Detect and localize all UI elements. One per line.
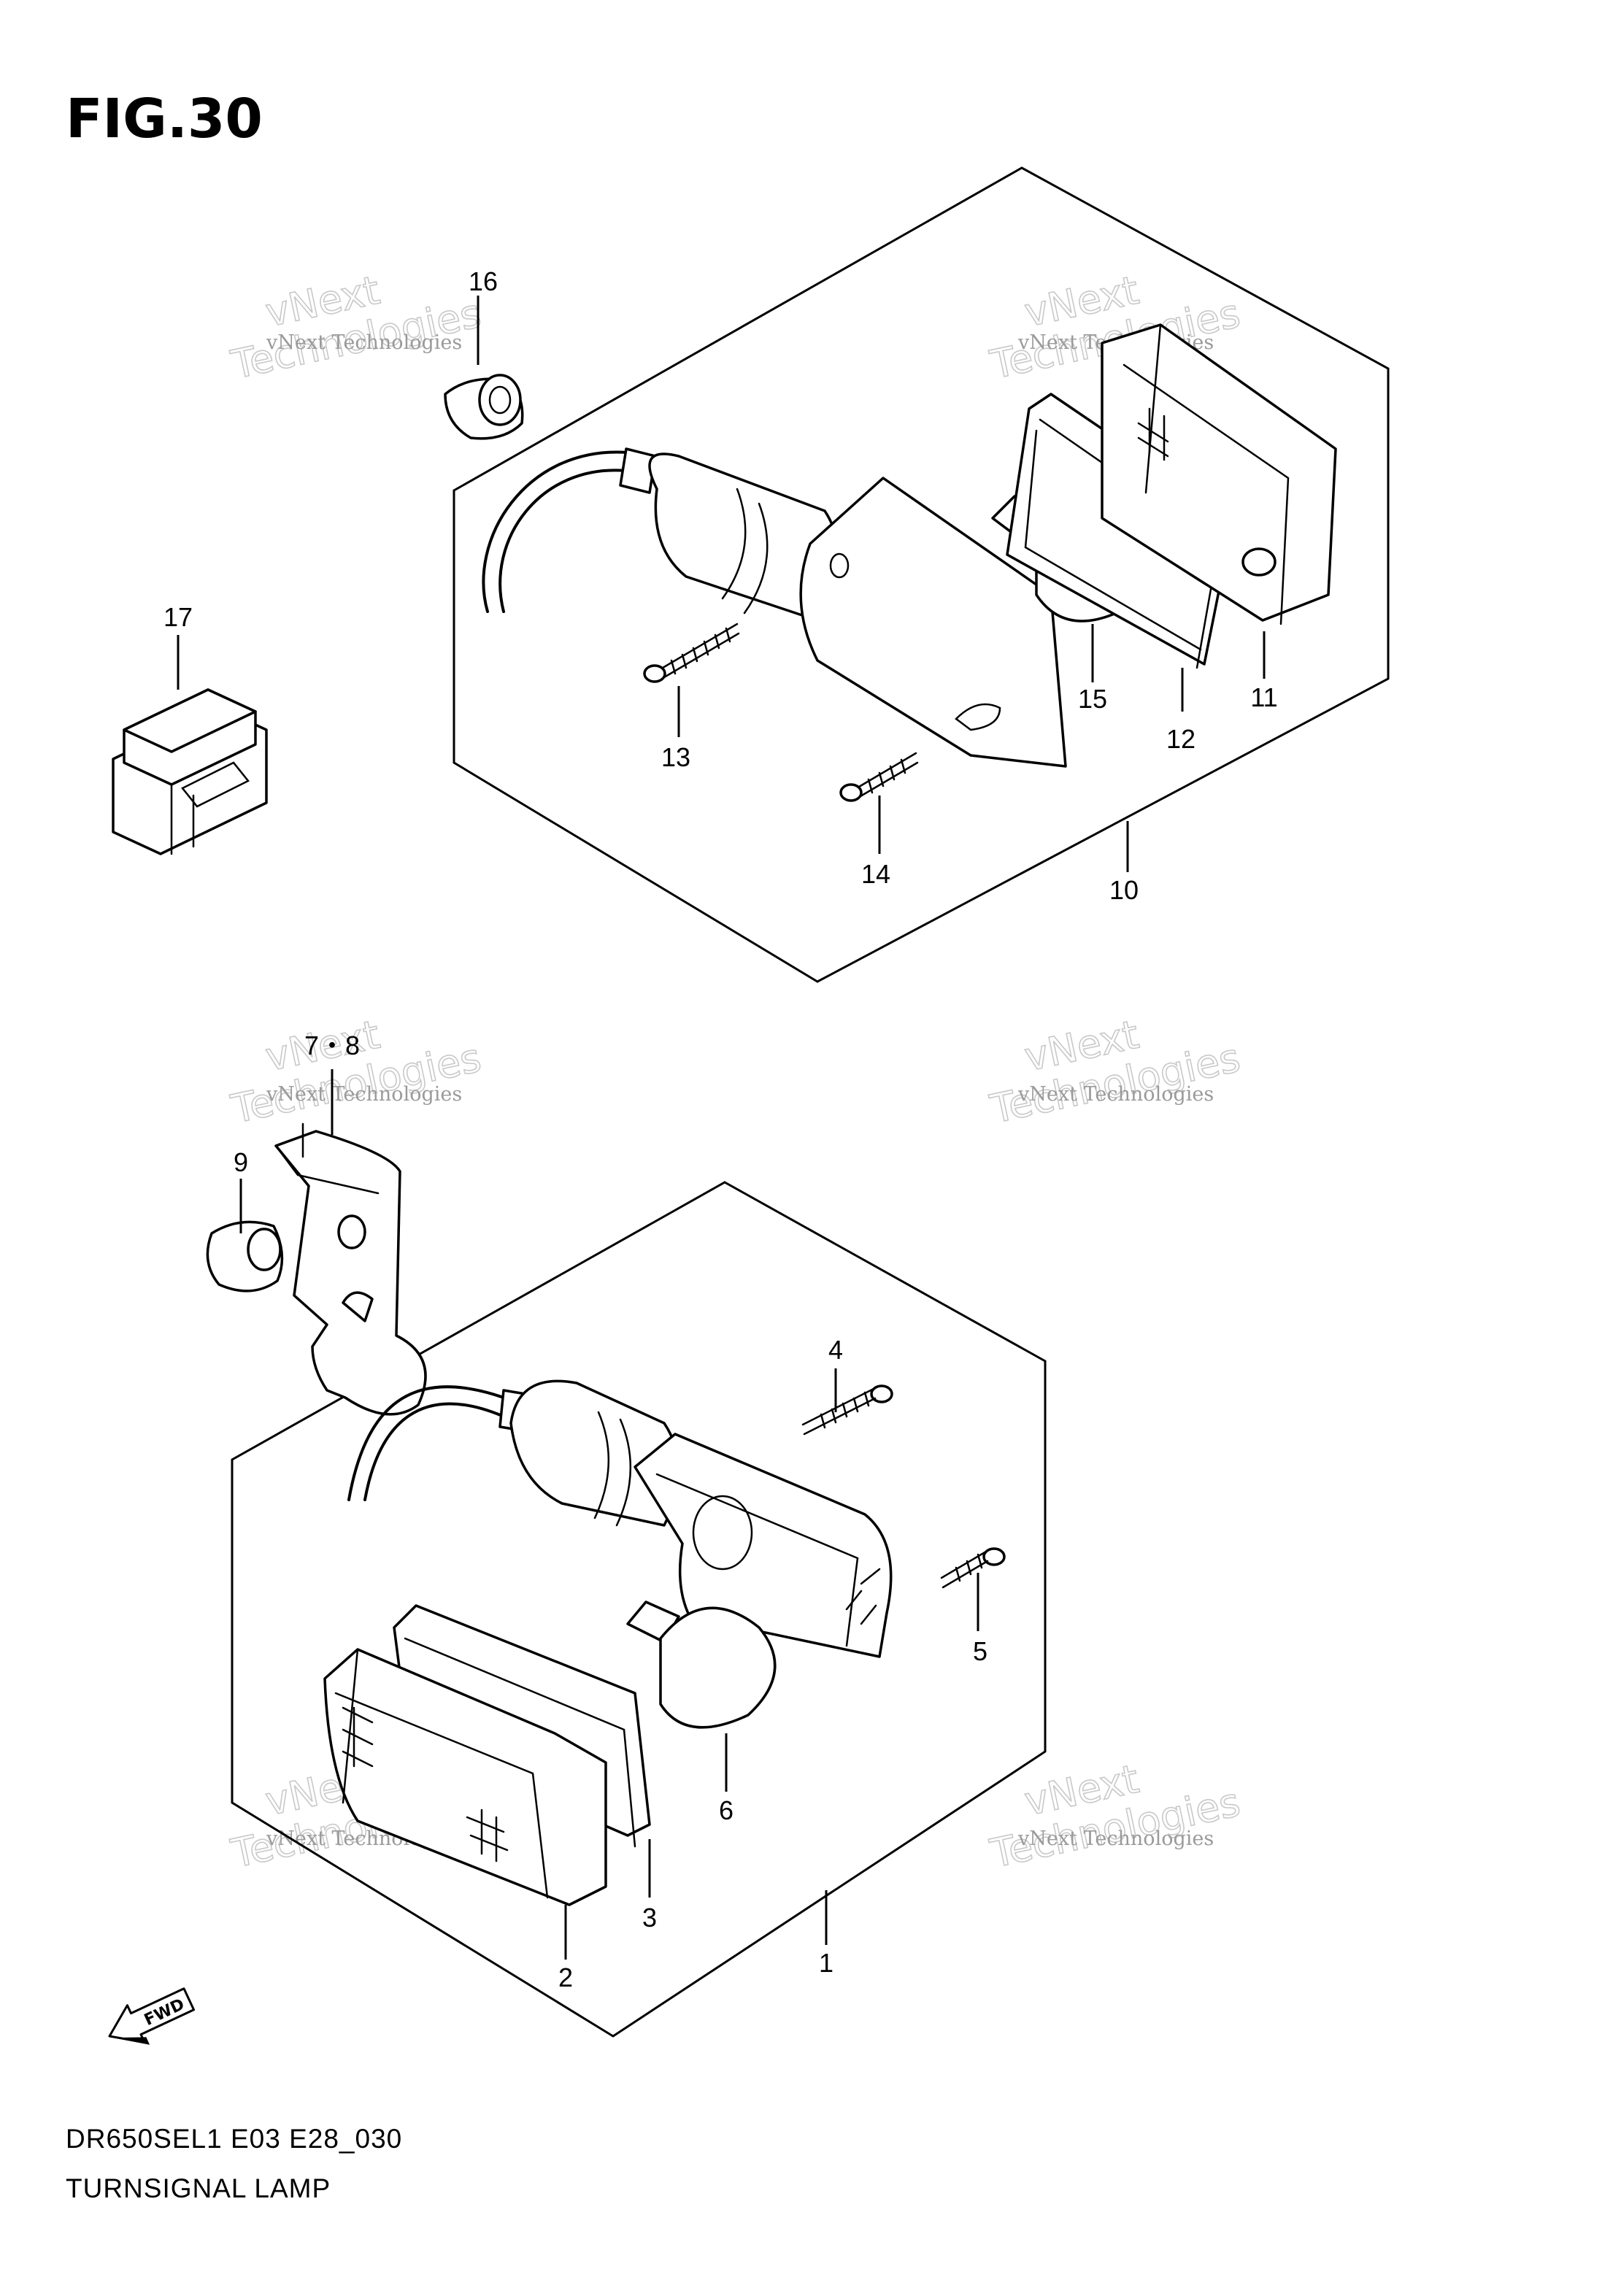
- part-1-lamp-body: [347, 1379, 893, 1658]
- callout-16: 16: [469, 266, 498, 296]
- callout-7-8: 7・8: [304, 1030, 360, 1060]
- part-13-screw: [643, 623, 740, 683]
- figure-name: TURNSIGNAL LAMP: [66, 2173, 331, 2203]
- part-2-lens: [323, 1648, 607, 1906]
- fwd-arrow-icon: FWD: [108, 1987, 196, 2045]
- leader-lines: [177, 296, 1266, 1960]
- watermark-6-text: vNext Technologies: [1017, 1827, 1214, 1850]
- callout-15: 15: [1078, 684, 1107, 714]
- callout-3: 3: [642, 1903, 657, 1933]
- part-9-nut: [206, 1220, 284, 1293]
- figure-code: DR650SEL1 E03 E28_030: [66, 2124, 403, 2154]
- callout-12: 12: [1166, 724, 1195, 754]
- callout-5: 5: [973, 1636, 987, 1666]
- callout-labels: 16 17 13 14 10 15 12 11 7・8 9 4 5 6 3 2 …: [163, 266, 1278, 1992]
- assembly-10-outline: [453, 166, 1390, 983]
- part-6-bulb: [626, 1600, 777, 1729]
- callout-13: 13: [661, 742, 690, 772]
- watermark-4-text: vNext Technologies: [1017, 1083, 1214, 1106]
- watermark-1-text: vNext Technologies: [266, 331, 462, 354]
- callout-4: 4: [828, 1335, 843, 1365]
- part-16-grommet: [444, 374, 524, 440]
- callout-17: 17: [163, 602, 193, 632]
- part-7-8-bracket: [274, 1122, 427, 1416]
- callout-10: 10: [1109, 875, 1139, 905]
- assembly-1-outline: [231, 1181, 1047, 2038]
- watermark-4: vNext Technologies: [985, 1011, 1244, 1133]
- callout-2: 2: [558, 1962, 573, 1992]
- watermark-3-text: vNext Technologies: [266, 1083, 462, 1106]
- callout-14: 14: [861, 859, 890, 889]
- callout-11: 11: [1250, 682, 1277, 712]
- part-14-screw: [839, 752, 919, 802]
- callout-9: 9: [234, 1147, 248, 1177]
- part-17-coupler: [112, 688, 268, 855]
- figure-title: FIG.30: [66, 88, 263, 150]
- callout-6: 6: [719, 1795, 734, 1825]
- part-4-screw: [801, 1384, 893, 1436]
- part-11-lens: [1101, 323, 1337, 625]
- watermark-3: vNext Technologies: [226, 1011, 485, 1133]
- watermark-6: vNext Technologies: [985, 1755, 1244, 1877]
- part-5-screw: [940, 1547, 1006, 1589]
- callout-1: 1: [819, 1948, 833, 1978]
- watermark-1: vNext Technologies: [226, 266, 485, 388]
- part-10-lamp-body: [482, 447, 1067, 768]
